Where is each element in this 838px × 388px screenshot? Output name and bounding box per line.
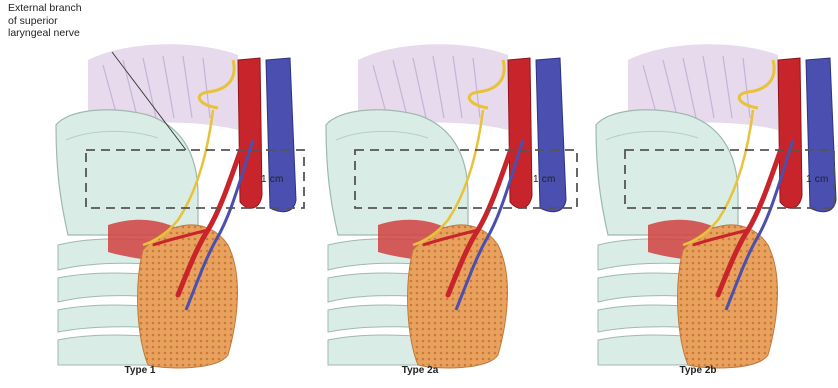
panel-type-2a [326,44,566,368]
distance-label-type-1: 1 cm [261,174,283,185]
panel-type-2b [596,44,836,368]
caption-type-2b: Type 2b [638,365,758,376]
caption-type-1: Type 1 [80,365,200,376]
annotation-line-1: External branch [8,2,158,15]
caption-type-2a: Type 2a [360,365,480,376]
distance-label-type-2a: 1 cm [533,174,555,185]
distance-label-type-2b: 1 cm [806,174,828,185]
nerve-annotation: External branch of superior laryngeal ne… [8,2,158,40]
annotation-line-3: laryngeal nerve [8,27,158,40]
panel-type-1 [56,44,296,368]
annotation-line-2: of superior [8,15,158,28]
